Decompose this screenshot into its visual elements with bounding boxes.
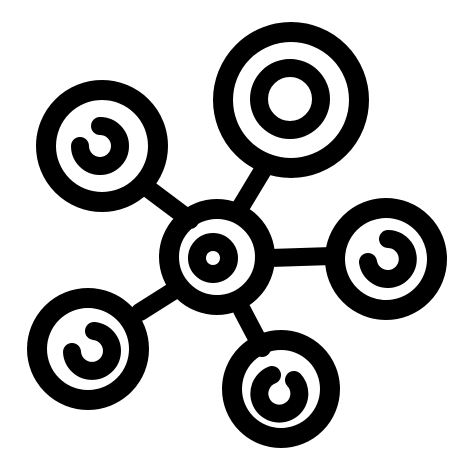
bottom-left-node-outer-ring [27, 288, 149, 410]
bottom-right-node-inner-arc [250, 366, 309, 423]
top-left-node-outer-ring [36, 80, 168, 212]
top-left-node-inner-arc [71, 117, 129, 175]
center-node-inner-ring [188, 233, 238, 283]
center-node-outer-ring [159, 199, 275, 315]
top-right-node-outer-ring [213, 22, 369, 178]
spoke-right [261, 247, 341, 267]
bottom-left-node-inner-arc [63, 322, 121, 380]
right-node-inner-arc [359, 230, 417, 288]
right-node-outer-ring [325, 198, 447, 320]
top-right-node-inner-ring [250, 59, 330, 139]
bottom-right-node-outer-ring [222, 330, 340, 448]
